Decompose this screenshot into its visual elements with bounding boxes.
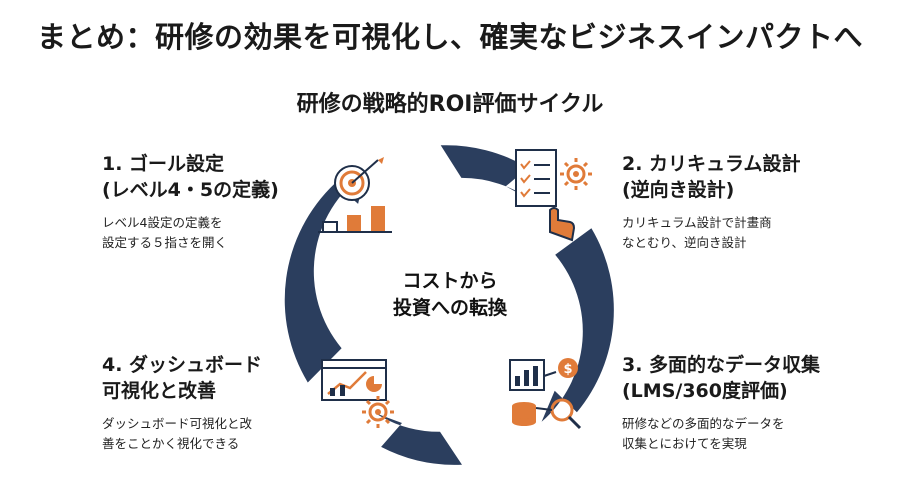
step-heading-sub: (逆向き設計) [622, 179, 735, 201]
step-description: カリキュラム設計で計畫商 [622, 215, 772, 230]
step-data-collection: 3. 多面的なデータ収集 (LMS/360度評価) 研修などの多面的なデータを … [622, 352, 820, 454]
step-description: なとむり、逆向き設計 [622, 235, 747, 250]
cycle-subtitle: 研修の戦略的ROI評価サイクル [296, 92, 604, 117]
step-heading: 4. ダッシュボード [102, 354, 263, 376]
cycle-center-label: コストから 投資への転換 [350, 268, 550, 322]
step-description: 設定する５指さを開く [102, 235, 228, 250]
step-heading: 1. ゴール設定 [102, 153, 225, 175]
page-title: まとめ：研修の効果を可視化し、確実なビジネスインパクトへ [36, 20, 863, 54]
step-heading: 2. カリキュラム設計 [622, 153, 801, 175]
step-description: 善をことかく視化できる [102, 436, 240, 451]
center-line-1: コストから [402, 270, 498, 292]
center-line-2: 投資への転換 [392, 297, 507, 319]
checklist-gear-icon [515, 149, 592, 242]
cycle-segment-left [284, 172, 366, 383]
svg-text:$: $ [563, 362, 572, 377]
cycle-segment-right [541, 228, 614, 422]
step-description: レベル4設定の定義を [102, 215, 223, 230]
target-chart-icon [318, 157, 392, 233]
step-goal-setting: 1. ゴール設定 (レベル4・5の定義) レベル4設定の定義を 設定する５指さを… [102, 151, 279, 253]
data-analytics-icon: $ [509, 358, 582, 430]
step-heading: 3. 多面的なデータ収集 [622, 354, 821, 376]
cycle-segment-bottom [375, 413, 462, 465]
cycle-segment-top [440, 145, 534, 202]
step-dashboard-improvement: 4. ダッシュボード 可視化と改善 ダッシュボード可視化と改 善をことかく視化で… [102, 352, 262, 454]
step-description: 研修などの多面的なデータを [622, 416, 785, 431]
dashboard-gear-icon [321, 359, 394, 428]
step-description: ダッシュボード可視化と改 [102, 416, 253, 431]
step-heading-sub: (レベル4・5の定義) [102, 179, 279, 201]
step-curriculum-design: 2. カリキュラム設計 (逆向き設計) カリキュラム設計で計畫商 なとむり、逆向… [622, 151, 800, 253]
step-heading-sub: (LMS/360度評価) [622, 380, 788, 402]
step-description: 収集とにおけてを実現 [622, 436, 747, 451]
step-heading-sub: 可視化と改善 [102, 380, 217, 402]
